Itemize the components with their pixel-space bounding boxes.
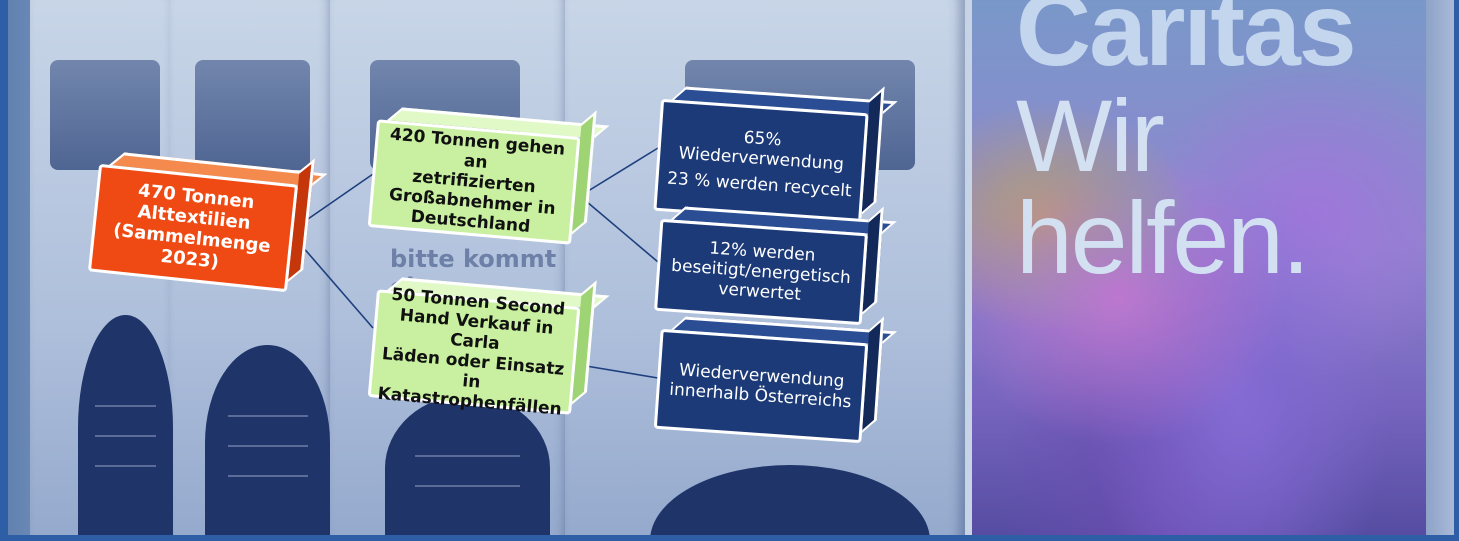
connector-lower-austria (579, 364, 659, 379)
wall-strip (1426, 0, 1459, 541)
bin-slot (195, 60, 310, 170)
frame-left (0, 0, 8, 541)
bin-porthole (205, 345, 330, 541)
caritas-poster (972, 0, 1459, 541)
frame-bottom (0, 535, 1459, 541)
connector-upper-disposed (579, 195, 659, 263)
poster-brand: Caritas (1016, 0, 1357, 88)
collection-bins-photo: bitte kommt ein (0, 0, 975, 541)
connector-root-lower (294, 237, 374, 329)
bin-slot (50, 60, 160, 170)
root-box: 470 Tonnen Alttextilien (Sammelmenge 202… (87, 152, 328, 293)
connector-upper-reuse (579, 147, 659, 197)
leaf-austria-box: Wiederverwendung innerhalb Österreichs (653, 316, 898, 444)
bin-porthole (385, 395, 550, 541)
branch-lower-box: 50 Tonnen Second Hand Verkauf in Carla L… (367, 277, 610, 420)
leaf-disposed-box: 12% werden beseitigt/energetisch verwert… (654, 206, 897, 326)
frame-right (1454, 0, 1459, 541)
bin-porthole (78, 315, 173, 541)
poster-slogan: Wir helfen. (1016, 79, 1310, 295)
branch-upper-box: 420 Tonnen gehen an zetrifizierten Großa… (367, 107, 610, 245)
